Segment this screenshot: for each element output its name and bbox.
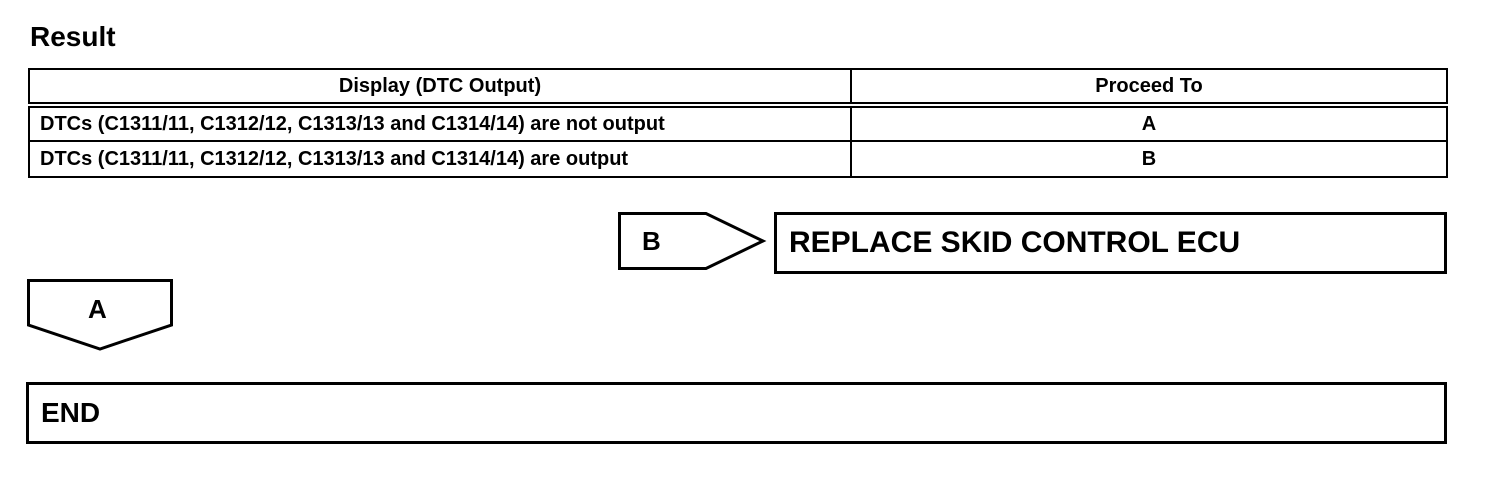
table-cell-proceed: A [850, 104, 1448, 142]
section-title: Result [30, 21, 116, 52]
table-row: DTCs (C1311/11, C1312/12, C1313/13 and C… [28, 104, 1448, 142]
table-row: DTCs (C1311/11, C1312/12, C1313/13 and C… [28, 140, 1448, 178]
replace-skid-control-ecu-box: REPLACE SKID CONTROL ECU [774, 212, 1447, 274]
table-cell-display: DTCs (C1311/11, C1312/12, C1313/13 and C… [28, 140, 852, 178]
table-cell-display: DTCs (C1311/11, C1312/12, C1313/13 and C… [28, 104, 852, 142]
branch-b-label: B [642, 226, 661, 256]
table-cell-proceed: B [850, 140, 1448, 178]
end-box: END [26, 382, 1447, 444]
column-header-display: Display (DTC Output) [28, 68, 852, 108]
branch-a-label: A [88, 294, 107, 324]
arrow-a-down-icon [27, 279, 173, 351]
result-table: Display (DTC Output) Proceed To DTCs (C1… [28, 68, 1448, 178]
table-header-row: Display (DTC Output) Proceed To [28, 68, 1448, 108]
column-header-proceed-to: Proceed To [850, 68, 1448, 108]
arrow-b-right-icon [618, 212, 767, 270]
